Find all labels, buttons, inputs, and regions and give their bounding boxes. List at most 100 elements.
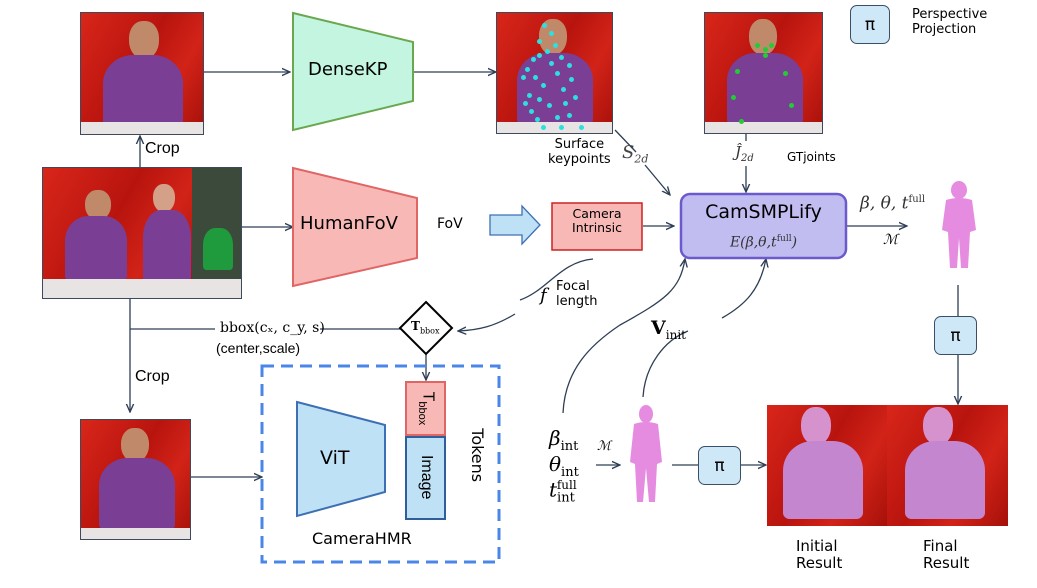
legend-label: Perspective Projection [912,7,988,37]
vit-block [296,400,386,518]
surface-keypoint [549,31,554,36]
camerahmr-dashed-box [260,364,501,564]
humanfov-label: HumanFoV [300,213,398,234]
surface-keypoint [573,95,578,100]
vit-label: ViT [320,447,350,469]
surface-keypoints-label: Surface keypoints [548,137,611,167]
gt-joint-keypoint [783,71,788,76]
gt-joint-keypoint [789,103,794,108]
surface-keypoint [521,75,526,80]
cropped-photo-bottom [80,419,191,540]
gt-joint-keypoint [739,119,744,124]
j2d-label: Ĵ2d [735,143,754,164]
curve-mesh-to-camsmplify [642,259,766,398]
surface-keypoint [541,83,546,88]
final-result-label: Final Result [923,537,970,573]
token-tbbox-label: Tbbox [416,391,437,426]
arrow-surface-to-camsmplify [614,129,670,195]
densekp-block [292,11,414,132]
pi-box-final: π [934,316,977,355]
surface-keypoint [579,125,584,130]
camsmplify-label: CamSMPLify [705,201,822,223]
surface-keypoint [555,115,560,120]
gt-joint-keypoint [755,43,760,48]
initial-result-photo [767,405,888,526]
camsmplify-block [679,192,848,260]
token-tbbox-block [405,381,446,436]
surface-keypoint [537,97,542,102]
gt-joint-keypoint [769,43,774,48]
focal-symbol: f [540,285,547,306]
crop-bottom-label: Crop [135,368,170,385]
surface-keypoint [533,75,538,80]
gt-joint-keypoint [763,47,768,52]
legend-pi-box: π [850,5,890,44]
surface-keypoint [561,87,566,92]
surface-keypoint [531,57,536,62]
camera-intrinsic-block [551,202,643,251]
surface-keypoint [567,63,572,68]
initial-result-label: Initial Result [796,537,843,573]
pi-symbol: π [714,455,725,476]
pi-box-initial: π [698,446,741,485]
gt-joint-keypoint [789,133,794,134]
densekp-label: DenseKP [308,59,388,80]
surface-keypoint [525,67,530,72]
surface-keypoint [527,93,532,98]
gt-joints-photo [704,12,823,134]
gt-joint-keypoint [763,53,768,58]
surface-keypoint [553,43,558,48]
curve-focal-to-tbbox [458,258,594,331]
surface-keypoint [559,55,564,60]
v-init-label: Vinit [651,317,686,342]
pi-symbol: π [950,325,961,346]
surface-keypoint [549,61,554,66]
s2d-label: S2d [622,142,649,166]
model-m-label: ℳ [883,232,898,248]
camera-intrinsic-label: Camera Intrinsic [572,206,622,236]
surface-keypoint [523,101,528,106]
surface-keypoint [529,109,534,114]
curve-beta-to-camsmplify [562,259,685,414]
surface-keypoint [547,103,552,108]
bbox-formula: bbox(cₓ, c_y, s) [220,320,325,336]
pi-symbol: π [864,14,876,35]
surface-keypoint [555,71,560,76]
initial-mesh-figure [630,405,662,502]
tbbox-diamond [398,300,454,356]
surface-keypoint [537,53,542,58]
token-image-label: Image [418,454,436,500]
tbbox-node-label: Tbbox [411,319,440,336]
output-params-label: β, θ, tfull [860,193,926,214]
bbox-center-scale: (center,scale) [216,340,301,356]
gt-joint-keypoint [731,95,736,100]
camsmplify-energy: E(β,θ,tfull) [729,234,798,251]
camerahmr-label: CameraHMR [312,529,412,548]
surface-keypoint [567,113,572,118]
surface-keypoints-photo [496,12,613,134]
crop-top-label: Crop [145,140,180,157]
full-input-photo [42,167,242,299]
surface-keypoint [569,77,574,82]
surface-keypoint [541,125,546,130]
focal-length-label: Focal length [556,279,598,309]
final-result-photo [887,405,1008,526]
humanfov-block [292,166,418,288]
final-mesh-figure [942,181,976,268]
token-image-block [405,436,446,520]
tokens-label: Tokens [468,428,488,483]
cropped-photo-top [80,12,204,135]
surface-keypoint [559,125,564,130]
fov-label: FoV [437,216,463,232]
surface-keypoint [542,23,547,28]
gt-joint-keypoint [735,69,740,74]
surface-keypoint [563,101,568,106]
fov-block-arrow [489,204,541,246]
model-m2-label: ℳ [597,439,611,454]
surface-keypoint [545,49,550,54]
surface-keypoint [537,39,542,44]
surface-keypoint [535,117,540,122]
gtjoints-label: GTjoints [787,150,836,164]
